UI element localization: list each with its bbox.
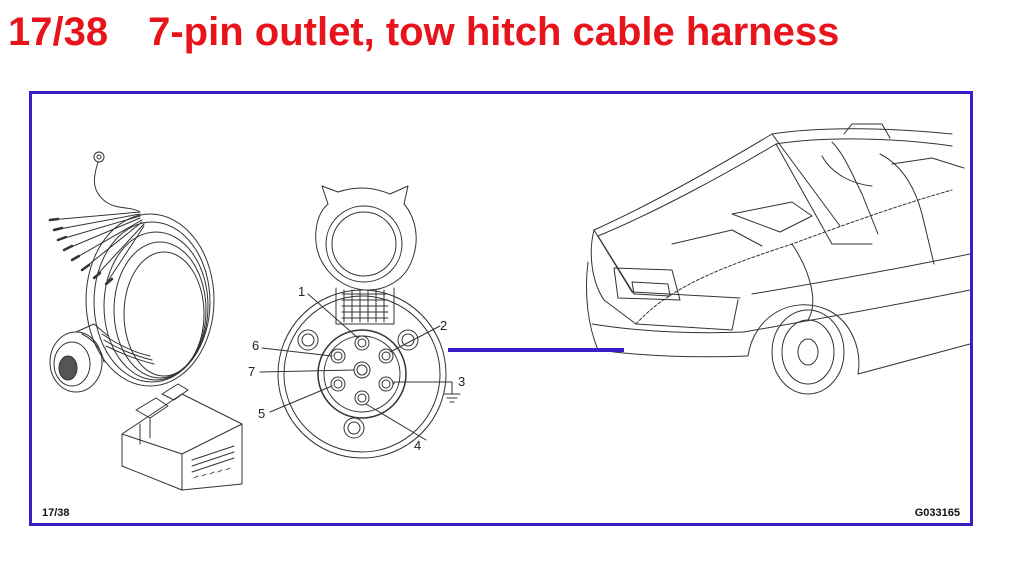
figure-page-ref: 17/38 [42,507,70,519]
diagram-frame: 1 2 3 4 5 6 7 17/38 G033165 [29,91,973,526]
socket-housing-icon [49,323,109,393]
figure-code: G033165 [914,507,960,519]
pin-label-3: 3 [458,374,465,389]
page-title: 7-pin outlet, tow hitch cable harness [148,10,840,54]
page-number: 17/38 [8,10,109,54]
car-rear-icon [586,123,970,395]
page-header: 17/38 7-pin outlet, tow hitch cable harne… [8,4,839,60]
cable-harness-icon [48,151,215,387]
socket-outlet-icon [259,185,453,459]
pin-label-4: 4 [414,438,421,453]
pin-label-5: 5 [258,406,265,421]
pin-label-6: 6 [252,338,259,353]
diagram-canvas: 1 2 3 4 5 6 7 [48,123,970,491]
pin-label-2: 2 [440,318,447,333]
connector-plug-icon [121,383,243,491]
pin-label-7: 7 [248,364,255,379]
ground-symbol-icon [443,381,461,403]
pin-label-1: 1 [298,284,305,299]
